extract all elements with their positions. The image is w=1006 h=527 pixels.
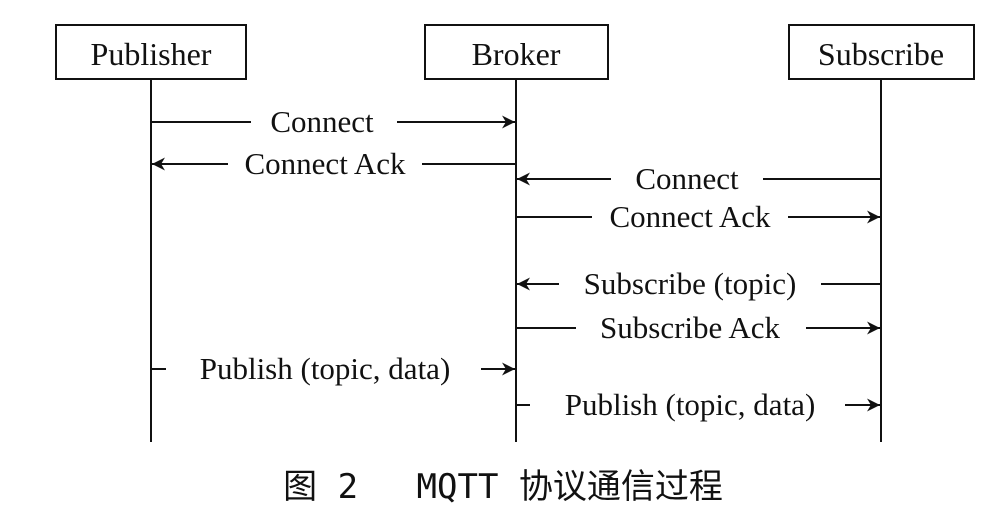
message-label: Connect — [635, 161, 739, 196]
message-publisher-publish: Publish (topic, data) — [151, 351, 515, 386]
actor-label-broker: Broker — [472, 36, 561, 72]
message-label: Connect Ack — [245, 146, 406, 181]
message-publisher-connect-ack: Connect Ack — [152, 146, 516, 181]
message-label: Publish (topic, data) — [200, 351, 451, 386]
message-broker-publish: Publish (topic, data) — [516, 387, 880, 422]
actor-box-publisher — [55, 24, 247, 80]
message-subscribe-ack: Subscribe Ack — [516, 310, 880, 345]
figure-title: MQTT 协议通信过程 — [417, 467, 723, 507]
message-subscriber-connect: Connect — [517, 161, 881, 196]
message-subscriber-connect-ack: Connect Ack — [516, 199, 880, 234]
figure-caption: 图 2 MQTT 协议通信过程 — [283, 467, 723, 507]
message-label: Publish (topic, data) — [565, 387, 816, 422]
actor-label-subscriber: Subscribe — [818, 36, 944, 72]
message-label: Connect Ack — [610, 199, 771, 234]
message-subscribe-topic: Subscribe (topic) — [517, 266, 881, 301]
message-label: Connect — [270, 104, 374, 139]
message-label: Subscribe (topic) — [584, 266, 797, 301]
message-publisher-connect: Connect — [151, 104, 515, 139]
actor-label-publisher: Publisher — [91, 36, 212, 72]
figure-number: 图 2 — [283, 467, 358, 507]
actor-box-broker — [424, 24, 609, 80]
message-label: Subscribe Ack — [600, 310, 780, 345]
